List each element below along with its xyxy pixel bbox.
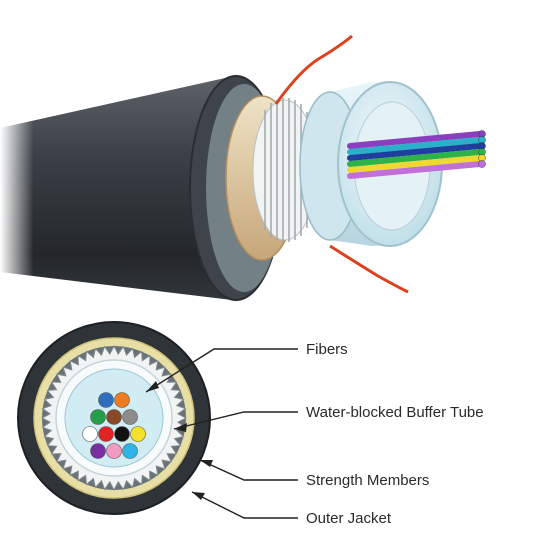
leader-fibers: [145, 348, 298, 393]
label-buffer-tube: Water-blocked Buffer Tube: [306, 404, 484, 421]
ripcord-bottom: [329, 244, 409, 294]
fiber-dot: [114, 426, 130, 442]
fiber-dot: [106, 443, 122, 459]
cable-fiber-strand: [347, 137, 483, 155]
cable-fiber-end: [478, 160, 486, 168]
fiber-dot: [122, 409, 138, 425]
leader-buffer-tube: [173, 411, 298, 430]
fiber-dot: [122, 443, 138, 459]
cable-fiber-strand: [347, 155, 483, 173]
leader-outer-jacket: [191, 491, 298, 519]
label-outer-jacket: Outer Jacket: [306, 510, 392, 527]
fiber-bundle: [82, 392, 146, 459]
fiber-dot: [90, 409, 106, 425]
cable-cross-section: [17, 321, 211, 515]
fiber-dot: [98, 392, 114, 408]
fiber-dot: [90, 443, 106, 459]
cable-fiber-strand: [347, 161, 483, 179]
fiber-dot: [106, 409, 122, 425]
fiber-dot: [82, 426, 98, 442]
label-fibers: Fibers: [306, 341, 348, 358]
cable-fiber-strand: [347, 131, 483, 149]
label-strength-members: Strength Members: [306, 472, 430, 489]
cable-fiber-strand: [347, 149, 483, 167]
cable-fibers: [347, 130, 486, 179]
fiber-dot: [114, 392, 130, 408]
leader-strength-members: [199, 459, 298, 481]
ripcord-top: [274, 34, 353, 105]
leader-lines: [145, 348, 298, 519]
fiber-dot: [98, 426, 114, 442]
cable-fiber-strand: [347, 143, 483, 161]
cable-3d-view: [0, 34, 486, 310]
fiber-dot: [130, 426, 146, 442]
